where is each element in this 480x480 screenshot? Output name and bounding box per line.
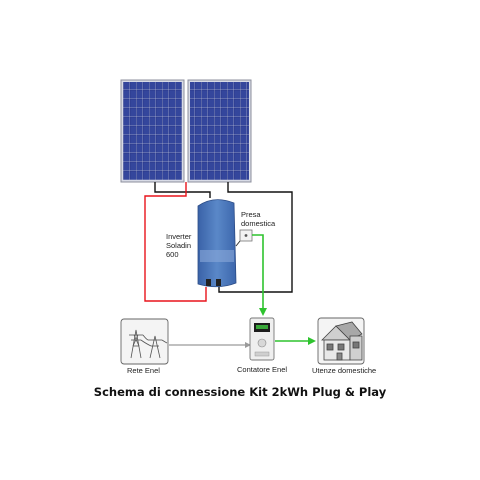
solar-panel-icon: [187, 79, 252, 183]
inverter-icon: [197, 199, 237, 288]
solar-panel-icon: [120, 79, 185, 183]
power-pylon-icon: [120, 318, 169, 365]
grid-line: [169, 342, 251, 348]
inverter-label-line2: Soladin: [166, 241, 192, 250]
ac-output-wire: [252, 234, 316, 345]
rete-label: Rete Enel: [127, 366, 160, 375]
presa-label-line1: Presa: [241, 210, 261, 219]
inverter-label-line1: Inverter: [166, 232, 192, 241]
electric-meter-icon: [249, 317, 275, 361]
presa-label-line2: domestica: [241, 219, 276, 228]
wall-socket-icon: [235, 229, 253, 247]
contatore-label: Contatore Enel: [237, 365, 288, 374]
dc-positive-wire: [144, 182, 207, 302]
house-icon: [317, 317, 365, 365]
presa-label: Presa domestica: [241, 210, 275, 228]
inverter-label: Inverter Soladin 600: [166, 232, 191, 259]
dc-negative-wire: [154, 182, 293, 293]
inverter-label-line3: 600: [166, 250, 179, 259]
diagram-title: Schema di connessione Kit 2kWh Plug & Pl…: [93, 385, 387, 399]
utenze-label: Utenze domestiche: [312, 366, 377, 375]
